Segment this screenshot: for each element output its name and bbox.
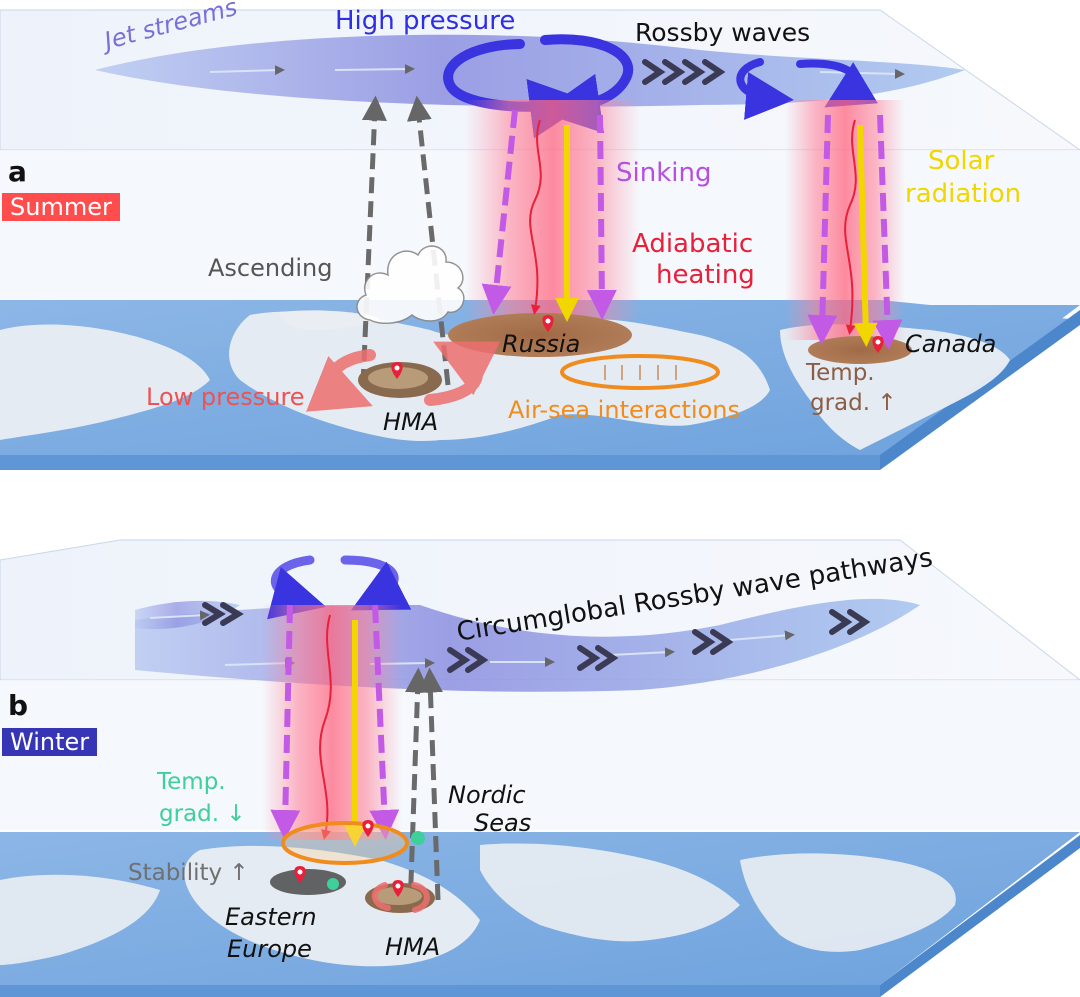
- solar-arrows: [555, 124, 878, 347]
- location-pin-icon: [872, 336, 884, 353]
- air-sea-flux-arrows: [604, 365, 677, 380]
- air-sea-interaction-ellipse: [281, 821, 409, 865]
- ascending-arrows: [405, 667, 443, 911]
- chevron-arrows-icon: [642, 59, 726, 85]
- location-pin-icon: [294, 866, 306, 883]
- landmass-greenland: [279, 310, 380, 330]
- label-russia: Russia: [502, 330, 581, 358]
- location-pin-icon: [362, 820, 374, 837]
- landmass-eurasia: [184, 845, 480, 967]
- ocean-front: [0, 455, 880, 470]
- panel-a: [0, 9, 1080, 470]
- ocean-side: [880, 835, 1080, 997]
- ocean-side: [880, 310, 1080, 470]
- adiabatic-arrows: [529, 119, 857, 335]
- sinking-arrows: [270, 604, 400, 840]
- circulation-arrow-icon: [736, 58, 878, 120]
- label-adiabatic-2: heating: [656, 260, 755, 290]
- panel-letter-b: b: [8, 689, 29, 722]
- low-pressure-circulation: [305, 341, 501, 412]
- landmass-north-asia: [480, 843, 740, 942]
- nordic-seas-marker: [411, 831, 425, 845]
- stability-blob: [270, 869, 346, 895]
- heating-column-russia: [465, 100, 640, 320]
- label-eastern-europe-2: Europe: [227, 935, 312, 963]
- label-temp-grad-a-2: grad. ↑: [810, 390, 897, 416]
- ocean-front: [0, 985, 880, 997]
- label-temp-grad-b-1: Temp.: [157, 769, 226, 795]
- landmass-west: [0, 874, 160, 965]
- adiabatic-arrow: [319, 614, 332, 840]
- temp-gradient-marker: [327, 878, 339, 890]
- label-rossby-waves: Rossby waves: [635, 18, 811, 47]
- landmass-west: [0, 324, 210, 440]
- label-stability: Stability ↑: [128, 860, 249, 886]
- hma-plateau-snow: [368, 367, 428, 389]
- season-badge-winter: Winter: [2, 728, 98, 756]
- sinking-arrows: [481, 109, 903, 350]
- label-nordic-2: Seas: [474, 809, 532, 837]
- label-sinking: Sinking: [616, 158, 712, 188]
- label-high-pressure: High pressure: [335, 6, 516, 36]
- location-pin-icon: [542, 315, 554, 332]
- label-eastern-europe-1: Eastern: [225, 903, 317, 931]
- label-ascending: Ascending: [208, 254, 333, 282]
- label-air-sea: Air-sea interactions: [508, 396, 740, 424]
- panel-b: [0, 539, 1080, 997]
- label-adiabatic-1: Adiabatic: [632, 229, 754, 259]
- season-badge-summer: Summer: [2, 193, 120, 221]
- location-pin-icon: [391, 362, 403, 379]
- label-hma-a: HMA: [383, 408, 439, 436]
- label-solar-2: radiation: [905, 179, 1022, 209]
- landmass-north-america: [740, 853, 956, 952]
- label-temp-grad-b-2: grad. ↓: [159, 801, 246, 827]
- chevron-arrows-icon: [202, 602, 871, 673]
- low-pressure-circulation: [371, 882, 430, 913]
- label-low-pressure: Low pressure: [146, 383, 305, 411]
- label-solar-1: Solar: [928, 146, 995, 176]
- label-temp-grad-a-1: Temp.: [806, 360, 875, 386]
- label-hma-b: HMA: [385, 933, 441, 961]
- cloud-icon: [356, 245, 465, 325]
- air-sea-interaction-ellipse: [560, 354, 720, 390]
- location-pin-icon: [392, 880, 404, 897]
- label-canada: Canada: [905, 330, 997, 358]
- panel-letter-a: a: [8, 155, 27, 188]
- ascending-arrows: [360, 95, 451, 386]
- label-nordic-1: Nordic: [448, 781, 526, 809]
- circulation-arrow-icon: [267, 555, 412, 620]
